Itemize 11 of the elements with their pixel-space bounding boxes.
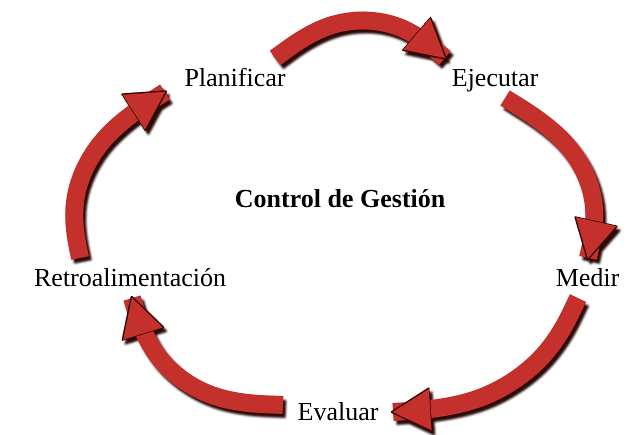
diagram-title: Control de Gestión bbox=[234, 184, 446, 214]
step-label: Planificar bbox=[184, 63, 286, 93]
step-label: Medir bbox=[556, 263, 620, 293]
curved-arrow bbox=[390, 294, 586, 432]
step-label: Evaluar bbox=[298, 397, 378, 427]
curved-arrow bbox=[65, 84, 170, 260]
curved-arrow bbox=[121, 295, 284, 414]
step-label: Ejecutar bbox=[452, 63, 538, 93]
step-label: Retroalimentación bbox=[34, 263, 226, 293]
curved-arrow bbox=[270, 12, 451, 66]
curved-arrow bbox=[500, 90, 618, 261]
